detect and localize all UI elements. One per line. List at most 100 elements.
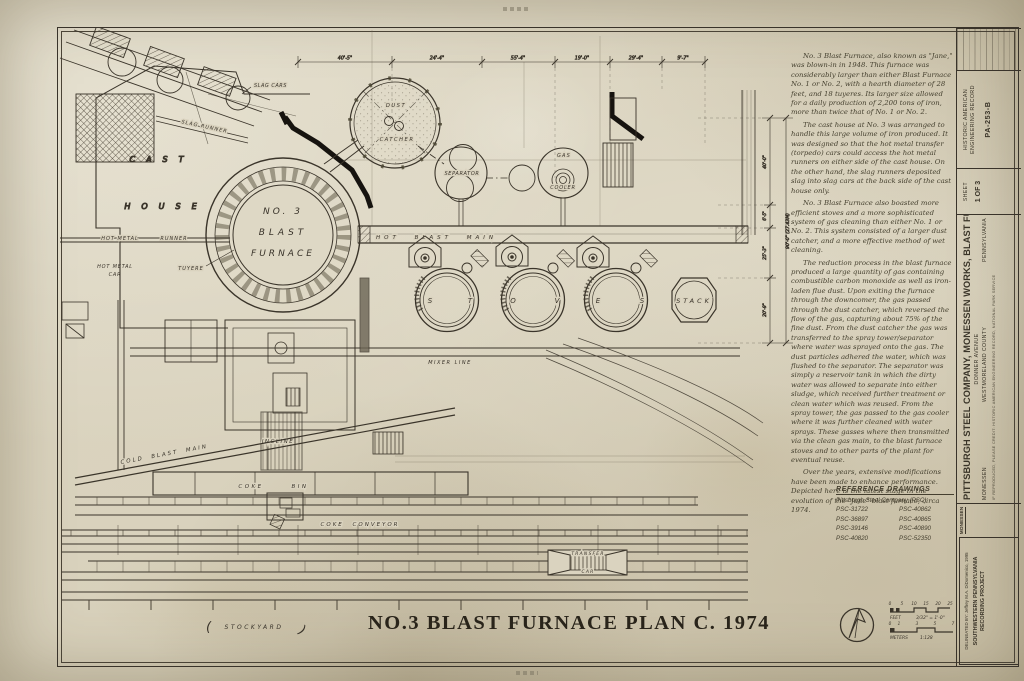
feet-tick: 0 <box>889 601 892 606</box>
structure-title: PITTSBURGH STEEL COMPANY, MONESSEN WORKS… <box>962 214 972 500</box>
sheet-border <box>57 27 1019 667</box>
structure-address: DONNER AVENUE <box>974 333 980 385</box>
stove-letter: V <box>555 297 561 305</box>
feet-tick: 15 <box>923 601 929 606</box>
structure-city: MONESSEN <box>982 467 988 500</box>
reference-drawing-number: PSC-40820 <box>836 534 868 542</box>
structure-state: PENNSYLVANIA <box>982 218 988 262</box>
feet-tick: 5 <box>901 601 904 606</box>
hoist-house <box>266 492 304 521</box>
meters-tick: 3 <box>916 621 919 626</box>
furnace-label-2: BLAST <box>259 228 308 238</box>
reference-drawings-heading: REFERENCE DRAWINGS <box>836 486 954 495</box>
runner-label: RUNNER <box>160 236 187 242</box>
dim-right: 6'-5" <box>762 211 767 221</box>
transfer-car-label-2: CAR <box>582 569 595 575</box>
sheet-border-inner <box>61 31 1015 663</box>
sheet-title: NO.3 BLAST FURNACE PLAN C. 1974 <box>368 612 771 634</box>
structure-county: WESTMORELAND COUNTY <box>982 326 988 403</box>
bold-gas-line <box>609 92 645 142</box>
dim-right: 25'-3" <box>762 246 768 260</box>
coke-label: COKE <box>238 484 263 490</box>
dim-top: 29'-4" <box>629 56 643 62</box>
slag-car <box>225 85 251 111</box>
description-paragraph: Over the years, extensive modifications … <box>791 468 941 515</box>
coke-conveyor-label: COKE CONVEYOR <box>321 522 400 528</box>
meters-tick: 5 <box>934 621 937 626</box>
reference-drawing-number: PSC-40862 <box>899 506 931 513</box>
reference-drawing-number: PSC-39146 <box>836 525 868 533</box>
dim-top: 40'-5" <box>338 56 352 62</box>
dim-right-overall: 90'-0" (27.43M) <box>785 213 791 249</box>
meters-label: METERS <box>890 635 908 641</box>
historical-description: No. 3 Blast Furnace, also known as "Jane… <box>791 52 954 519</box>
sheet-number-box: SHEET 1 OF 3 <box>957 168 1021 214</box>
meters-scale-bar: 0 1 3 5 7 METERS 1:128 <box>889 621 955 641</box>
mixer-line-label: MIXER LINE <box>428 360 472 366</box>
stove-letter: O <box>510 297 516 305</box>
blast-furnace-plan-drawing: SLAG CARS CAST HOUSE SLAG RUNNER NO. 3 B… <box>59 28 955 643</box>
gas-cleaning-system: DUST CATCHER SEPARATOR GAS COOLER <box>348 76 637 226</box>
stove-1 <box>414 249 489 333</box>
project-name-line2: RECORDING PROJECT <box>980 571 986 631</box>
print-mark-top <box>503 7 529 11</box>
hot-blast-main-label: HOT BLAST MAIN <box>376 235 497 241</box>
haer-box: HISTORIC AMERICAN ENGINEERING RECORD PA-… <box>957 70 1021 168</box>
cast-house-label-2: HOUSE <box>124 202 207 211</box>
bin-label: BIN <box>291 484 308 490</box>
reference-drawing-number: PSC-36897 <box>836 515 868 523</box>
delineator-box: DELINEATED BY: Jeffrey M.A. DiDomenico, … <box>959 537 1019 665</box>
curved-tracks <box>545 337 764 469</box>
incline: INCLINE <box>260 411 303 471</box>
reference-drawing-number: PSC-40865 <box>899 515 931 523</box>
credit-line: IF REPRODUCED, PLEASE CREDIT: HISTORIC A… <box>992 274 996 500</box>
tuyere-label: TUYERE <box>178 266 204 272</box>
city-tab-label: MONESSEN <box>960 506 966 535</box>
transfer-car: TRANSFER CAR <box>547 549 628 576</box>
hot-metal-car-label-2: CAR <box>109 272 122 278</box>
sheet-label: SHEET <box>963 181 969 202</box>
furnace-label-1: NO. 3 <box>263 207 303 217</box>
gas-cooler-label-1: GAS <box>557 153 571 159</box>
description-paragraph: No. 3 Blast Furnace also boasted more ef… <box>791 199 947 255</box>
railroad-tracks: TRANSFER CAR <box>62 90 764 610</box>
blast-furnace: NO. 3 BLAST FURNACE TUYERE <box>177 92 645 313</box>
hot-metal-label: HOT METAL <box>101 236 139 242</box>
meters-tick: 7 <box>952 621 955 626</box>
stove-letter: S <box>640 297 645 305</box>
slag-car-area: SLAG CARS <box>59 28 288 163</box>
mixer-line: MIXER LINE <box>130 277 740 367</box>
project-name-line1: SOUTHWESTERN PENNSYLVANIA <box>973 556 979 646</box>
sheet-number: 1 OF 3 <box>975 180 982 203</box>
right-dimension-line: 40'-0" 6'-5" 25'-3" 20'-9" 90'-0" (27.43… <box>698 114 793 347</box>
reference-drawings: REFERENCE DRAWINGS Pittsburgh Steel Comp… <box>836 486 954 543</box>
reference-drawing-number: PSC-31722 <box>836 506 868 513</box>
stove-letter: S <box>428 297 433 305</box>
delineated-by: DELINEATED BY: Jeffrey M.A. DiDomenico, … <box>964 552 969 650</box>
agency-name-line2: ENGINEERING RECORD <box>970 85 976 154</box>
meters-tick: 1 <box>898 621 901 626</box>
gas-cooler-tank <box>537 147 589 199</box>
title-block: DELINEATED BY: Jeffrey M.A. DiDomenico, … <box>956 28 1021 667</box>
feet-ratio: 3/32" = 1'-0" <box>916 615 945 621</box>
separator-tank <box>434 146 488 200</box>
feet-scale-bar: 0 5 10 15 20 25 FEET 3/32" = 1'-0" <box>889 601 953 621</box>
stockyard: ( STOCKYARD ) <box>206 620 308 639</box>
reference-drawing-number: PSC-40890 <box>899 525 931 533</box>
cast-house-label-1: CAST <box>129 155 194 164</box>
hot-metal-runner: HOT METAL RUNNER HOT METAL CAR <box>60 235 230 278</box>
gas-cooler-label-2: COOLER <box>550 185 576 191</box>
dim-top: 19'-0" <box>575 56 589 62</box>
hot-metal-car-label-1: HOT METAL <box>97 264 133 270</box>
left-edge-structures <box>61 301 89 339</box>
slag-cars-label: SLAG CARS <box>254 83 287 89</box>
description-paragraph: No. 3 Blast Furnace, also known as "Jane… <box>791 52 953 117</box>
stove-3 <box>583 249 658 333</box>
stack: STACK <box>671 277 717 323</box>
reference-drawings-source: Pittsburgh Steel Company (PSC) <box>836 497 927 504</box>
coke-handling: COKE BIN COKE CONVEYOR <box>75 431 748 530</box>
dim-top: 55'-4" <box>511 56 525 62</box>
north-arrow <box>839 607 875 643</box>
description-paragraph: The cast house at No. 3 was arranged to … <box>791 120 951 195</box>
